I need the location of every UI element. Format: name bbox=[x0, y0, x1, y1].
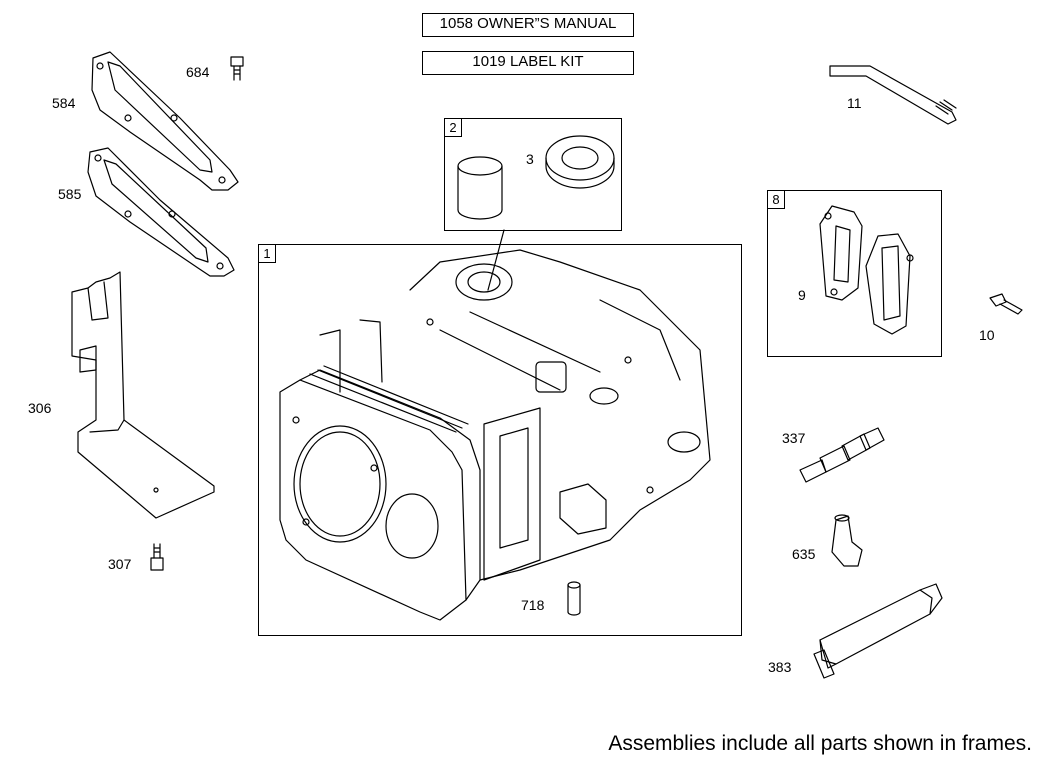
spark-plug-drawing bbox=[799, 427, 885, 483]
part-label-684: 684 bbox=[186, 64, 210, 80]
part-label-3: 3 bbox=[526, 151, 534, 167]
frame-bearing bbox=[444, 118, 622, 231]
gasket-585-drawing bbox=[87, 147, 235, 277]
gasket-set-drawing bbox=[819, 205, 914, 335]
rod-11-drawing bbox=[829, 65, 957, 125]
part-label-306: 306 bbox=[28, 400, 52, 416]
owners-manual-label: 1058 OWNER”S MANUAL bbox=[439, 15, 617, 32]
part-label-585: 585 bbox=[58, 186, 82, 202]
filter-383-drawing bbox=[813, 583, 943, 679]
frame-gasket-set bbox=[767, 190, 942, 357]
part-label-11: 11 bbox=[847, 95, 862, 111]
part-label-9: 9 bbox=[798, 287, 806, 303]
bearing-drawing bbox=[457, 135, 615, 291]
cylinder-block-drawing bbox=[279, 249, 711, 621]
frame-number-gasket-set: 8 bbox=[767, 190, 785, 209]
part-label-635: 635 bbox=[792, 546, 816, 562]
part-label-337: 337 bbox=[782, 430, 806, 446]
gasket-584-drawing bbox=[91, 51, 239, 191]
owners-manual-box: 1058 OWNER”S MANUAL bbox=[422, 13, 634, 37]
shield-306-drawing bbox=[71, 271, 215, 519]
frame-cylinder bbox=[258, 244, 742, 636]
label-kit-box: 1019 LABEL KIT bbox=[422, 51, 634, 75]
part-label-584: 584 bbox=[52, 95, 76, 111]
label-kit-label: 1019 LABEL KIT bbox=[472, 53, 584, 70]
frame-number-cylinder: 1 bbox=[258, 244, 276, 263]
part-label-10: 10 bbox=[979, 327, 995, 343]
part-label-383: 383 bbox=[768, 659, 792, 675]
part-label-307: 307 bbox=[108, 556, 132, 572]
bolt-684-drawing bbox=[230, 56, 244, 81]
screw-10-drawing bbox=[989, 293, 1023, 315]
dowel-pin-drawing bbox=[567, 581, 581, 616]
assemblies-note: Assemblies include all parts shown in fr… bbox=[608, 732, 1032, 755]
part-label-718: 718 bbox=[521, 597, 545, 613]
frame-number-bearing: 2 bbox=[444, 118, 462, 137]
screw-307-drawing bbox=[150, 543, 164, 571]
elbow-635-drawing bbox=[831, 514, 863, 567]
